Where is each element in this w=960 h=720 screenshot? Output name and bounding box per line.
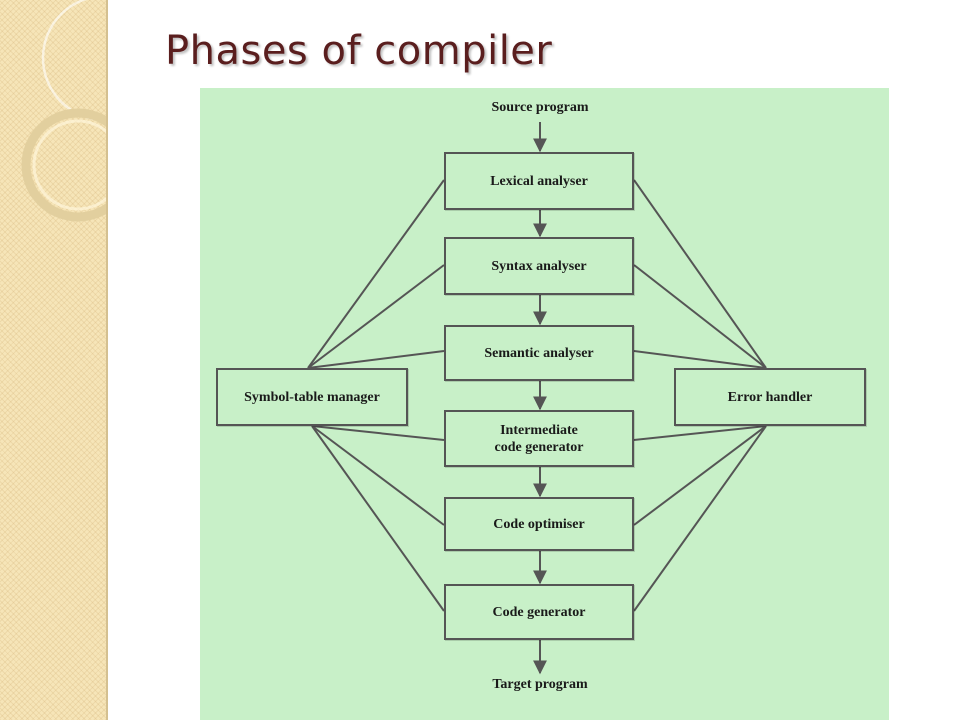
symtab-link-semantic xyxy=(307,350,445,369)
error-link-optimiser xyxy=(633,425,767,526)
source-program-label: Source program xyxy=(491,100,589,115)
symbol-table-label: Symbol-table manager xyxy=(244,389,380,405)
phase-label: Code optimiser xyxy=(493,516,585,532)
phase-label: Semantic analyser xyxy=(484,345,594,361)
compiler-phases-diagram: Source program Lexical analyser Syntax a… xyxy=(200,88,889,720)
symtab-link-generator xyxy=(311,425,445,612)
symbol-table-manager: Symbol-table manager xyxy=(216,368,408,426)
error-link-intermediate xyxy=(633,425,767,441)
symtab-link-syntax xyxy=(307,264,445,369)
slide-title: Phases of compiler xyxy=(165,28,553,74)
target-program-label: Target program xyxy=(492,677,588,692)
phase-label: Syntax analyser xyxy=(491,258,587,274)
phase-intermediate-code-generator: Intermediate code generator xyxy=(444,410,634,467)
error-link-lexical xyxy=(633,179,767,369)
error-handler-label: Error handler xyxy=(727,389,813,405)
phase-code-generator: Code generator xyxy=(444,584,634,640)
error-link-syntax xyxy=(633,264,767,369)
phase-label: Lexical analyser xyxy=(490,173,588,189)
error-link-semantic xyxy=(633,350,767,369)
phase-syntax-analyser: Syntax analyser xyxy=(444,237,634,295)
symtab-link-lexical xyxy=(307,179,445,369)
phase-label: Code generator xyxy=(492,604,586,620)
phase-code-optimiser: Code optimiser xyxy=(444,497,634,551)
symtab-link-optimiser xyxy=(311,425,445,526)
symtab-link-intermediate xyxy=(311,425,445,441)
decorative-side-strip xyxy=(0,0,108,720)
error-handler: Error handler xyxy=(674,368,866,426)
phase-label: Intermediate code generator xyxy=(494,422,584,455)
diagram-connectors xyxy=(307,122,767,675)
circle-ornament-icon xyxy=(21,0,106,222)
phase-lexical-analyser: Lexical analyser xyxy=(444,152,634,210)
error-link-generator xyxy=(633,425,767,612)
phase-semantic-analyser: Semantic analyser xyxy=(444,325,634,381)
